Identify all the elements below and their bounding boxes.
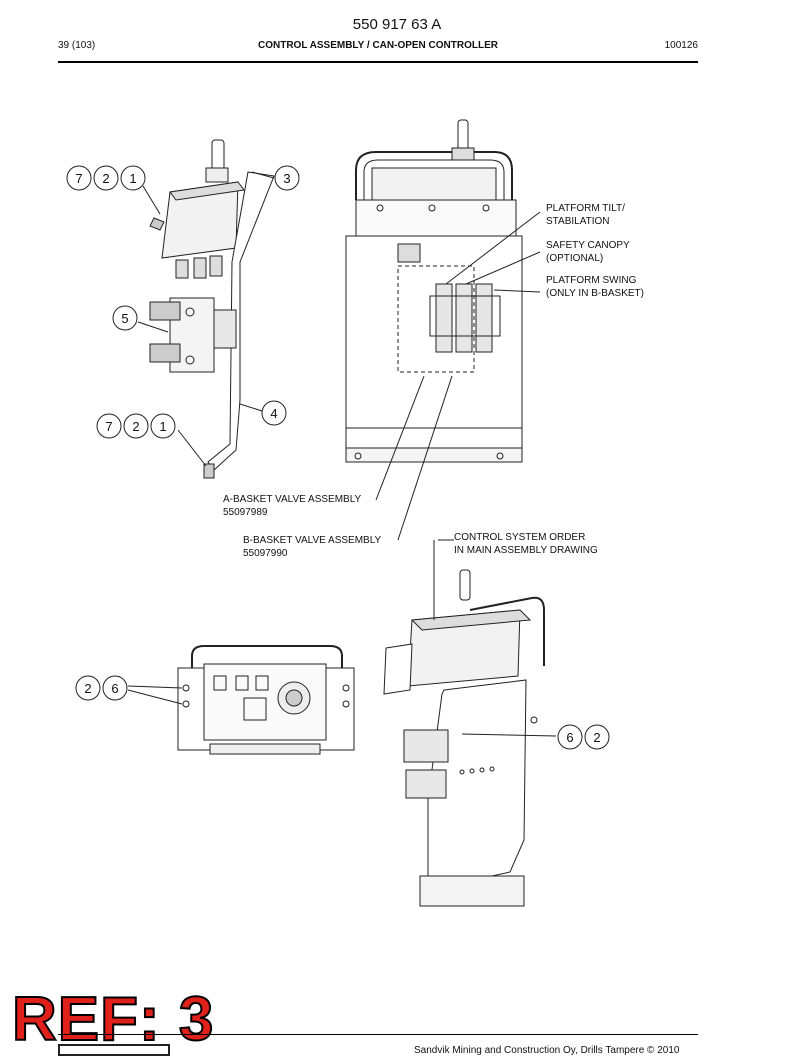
label-platform-swing: PLATFORM SWING (ONLY IN B-BASKET) bbox=[546, 275, 644, 299]
reference-stamp: REF: 3 bbox=[11, 984, 215, 1055]
callout-number: 6 bbox=[566, 730, 573, 745]
page-number: 39 (103) bbox=[58, 40, 96, 51]
document-number: 550 917 63 A bbox=[352, 16, 442, 33]
label-control-order: CONTROL SYSTEM ORDER IN MAIN ASSEMBLY DR… bbox=[454, 532, 598, 556]
callout-number: 2 bbox=[132, 419, 139, 434]
callout-number: 1 bbox=[129, 171, 136, 186]
page-title: CONTROL ASSEMBLY / CAN-OPEN CONTROLLER bbox=[257, 40, 498, 51]
callout-number: 4 bbox=[270, 406, 277, 421]
header-rule bbox=[58, 61, 698, 63]
callout-number: 7 bbox=[75, 171, 82, 186]
label-b-basket: B-BASKET VALVE ASSEMBLY 55097990 bbox=[243, 535, 382, 559]
callout-numbers: 7 2 1 3 5 4 7 2 1 2 6 6 2 bbox=[75, 171, 600, 745]
callout-number: 7 bbox=[105, 419, 112, 434]
callout-balloons bbox=[66, 165, 610, 750]
label-safety-canopy: SAFETY CANOPY (OPTIONAL) bbox=[546, 240, 630, 264]
footer-text: Sandvik Mining and Construction Oy, Dril… bbox=[414, 1045, 680, 1056]
callout-number: 6 bbox=[111, 681, 118, 696]
isometric-view bbox=[383, 539, 557, 907]
callout-number: 2 bbox=[593, 730, 600, 745]
callout-number: 2 bbox=[102, 171, 109, 186]
header-row: 39 (103) CONTROL ASSEMBLY / CAN-OPEN CON… bbox=[58, 40, 698, 56]
callout-number: 5 bbox=[121, 311, 128, 326]
front-view-panel bbox=[345, 119, 541, 541]
logo bbox=[58, 1044, 170, 1056]
callout-number: 1 bbox=[159, 419, 166, 434]
side-view-control-box bbox=[137, 139, 275, 479]
document-date: 100126 bbox=[664, 40, 698, 51]
footer-rule bbox=[58, 1034, 698, 1035]
label-platform-tilt: PLATFORM TILT/ STABILATION bbox=[546, 203, 625, 227]
label-a-basket: A-BASKET VALVE ASSEMBLY 55097989 bbox=[223, 494, 362, 518]
callout-number: 3 bbox=[283, 171, 290, 186]
callout-number: 2 bbox=[84, 681, 91, 696]
top-view-panel bbox=[127, 645, 355, 755]
